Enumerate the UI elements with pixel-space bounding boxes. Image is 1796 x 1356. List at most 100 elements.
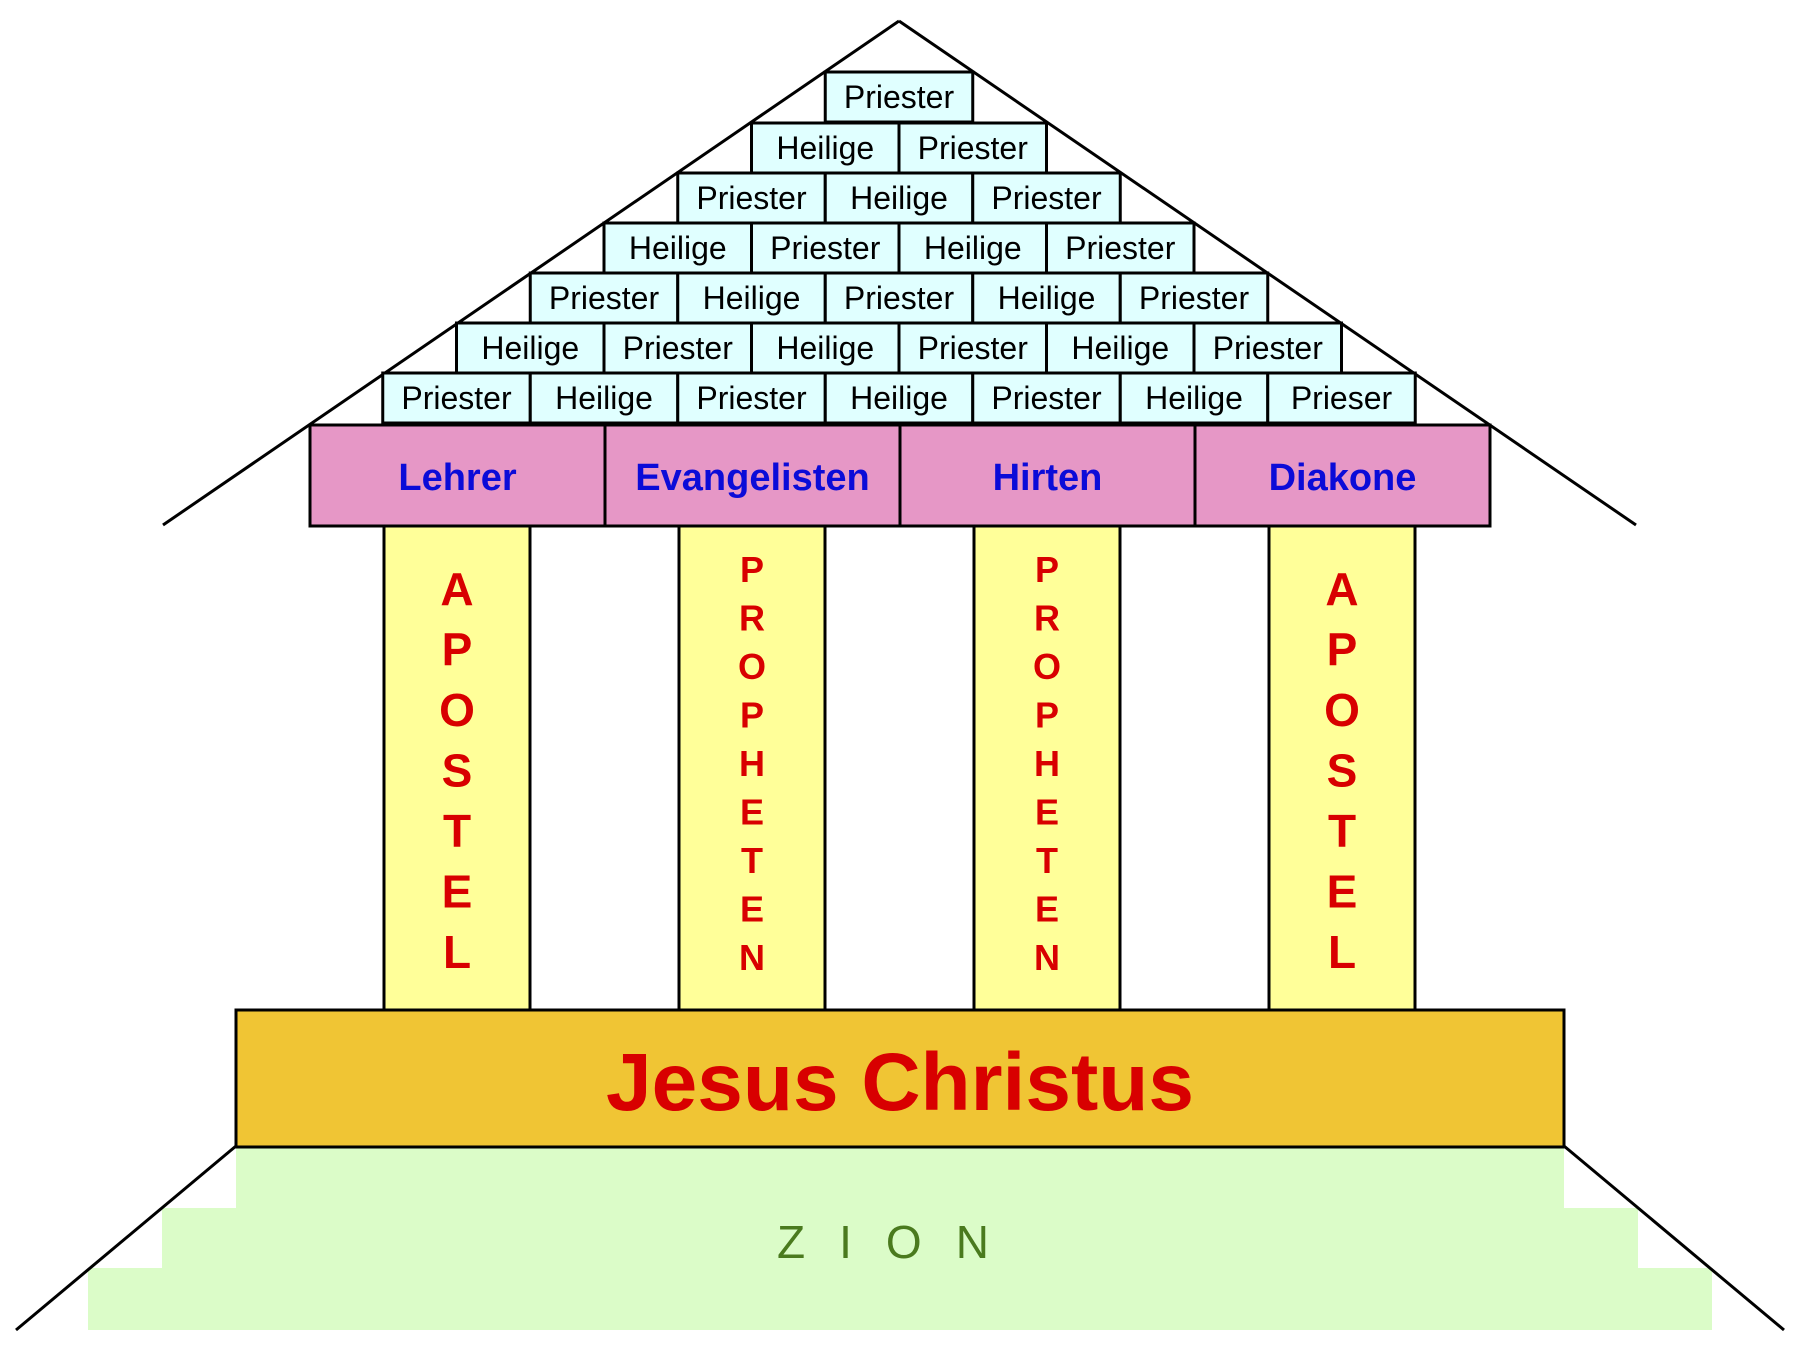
roof-brick-label: Priester bbox=[696, 180, 807, 216]
base-step-top bbox=[236, 1146, 1564, 1210]
column-letter: E bbox=[1035, 792, 1059, 833]
roof-brick: Heilige bbox=[676, 271, 827, 325]
roof-brick-label: Heilige bbox=[1071, 330, 1169, 366]
beam-segment-label: Lehrer bbox=[398, 457, 516, 499]
roof-brick: Priester bbox=[823, 271, 975, 325]
roof-brick: Priester bbox=[971, 171, 1122, 225]
roof-brick: Priester bbox=[750, 221, 901, 275]
roof-brick-label: Heilige bbox=[776, 130, 874, 166]
roof-brick: Priester bbox=[823, 70, 975, 124]
roof-brick-label: Priester bbox=[844, 280, 955, 316]
roof-brick-box bbox=[1266, 371, 1417, 425]
roof-brick-label: Heilige bbox=[1145, 380, 1243, 416]
roof-brick-box bbox=[381, 371, 532, 425]
roof-brick-label: Heilige bbox=[776, 330, 874, 366]
base-label: ZION bbox=[777, 1216, 1023, 1268]
beam-segment-box bbox=[603, 423, 902, 528]
roof-brick: Priester bbox=[676, 371, 827, 425]
column-letter: H bbox=[739, 743, 765, 784]
foundation-block bbox=[234, 1008, 1566, 1149]
column-letter: O bbox=[1324, 684, 1360, 736]
roof-brick-label: Heilige bbox=[555, 380, 653, 416]
roof-brick: Priester bbox=[528, 271, 680, 325]
column-letter: A bbox=[440, 563, 473, 615]
roof-brick-label: Priester bbox=[991, 380, 1102, 416]
roof-brick: Heilige bbox=[602, 221, 753, 275]
base-left-line bbox=[15, 1144, 237, 1332]
base-right-line bbox=[1563, 1144, 1785, 1332]
beam-segment: Lehrer bbox=[308, 423, 607, 528]
column-letter: S bbox=[442, 745, 473, 797]
roof-brick: Heilige bbox=[971, 271, 1122, 325]
roof-brick-label: Priester bbox=[991, 180, 1102, 216]
roof-brick-label: Priester bbox=[623, 330, 734, 366]
roof-brick: Heilige bbox=[1118, 371, 1270, 425]
base-steps: ZION bbox=[15, 1144, 1785, 1332]
foundation-label: Jesus Christus bbox=[606, 1037, 1194, 1128]
beam-segment-label: Hirten bbox=[993, 457, 1103, 499]
column-letter: R bbox=[1034, 598, 1060, 639]
roof-brick-box bbox=[897, 121, 1048, 175]
roof-brick: Prieser bbox=[1266, 371, 1417, 425]
column-letter: L bbox=[443, 926, 471, 978]
foundation: Jesus Christus bbox=[234, 1008, 1566, 1149]
column-letter: P bbox=[1035, 695, 1059, 736]
column-letter: E bbox=[740, 889, 764, 930]
column-letter: E bbox=[740, 792, 764, 833]
column-letter: P bbox=[442, 624, 473, 676]
column-letter: P bbox=[1035, 549, 1059, 590]
column-letter: L bbox=[1328, 926, 1356, 978]
roof-brick-box bbox=[1118, 371, 1270, 425]
roof-brick-label: Heilige bbox=[629, 230, 727, 266]
roof-brick-label: Heilige bbox=[850, 380, 948, 416]
roof-brick: Heilige bbox=[750, 321, 901, 375]
roof-brick-label: Heilige bbox=[924, 230, 1022, 266]
column-letter: T bbox=[1328, 805, 1356, 857]
roof-brick: Priester bbox=[1118, 271, 1270, 325]
roof-brick: Heilige bbox=[528, 371, 680, 425]
column-letter: T bbox=[741, 840, 763, 881]
roof-brick-label: Prieser bbox=[1291, 380, 1393, 416]
column-letter: S bbox=[1327, 745, 1358, 797]
beam-segment-box bbox=[898, 423, 1197, 528]
roof-brick: Heilige bbox=[750, 121, 901, 175]
roof-brick: Priester bbox=[602, 321, 753, 375]
roof-brick-box bbox=[528, 371, 680, 425]
roof-brick: Heilige bbox=[455, 321, 606, 375]
roof-brick-box bbox=[823, 70, 975, 124]
beam-segment: Hirten bbox=[898, 423, 1197, 528]
roof-brick-box bbox=[676, 171, 827, 225]
roof-brick: Heilige bbox=[1045, 321, 1196, 375]
roof-brick-label: Priester bbox=[770, 230, 881, 266]
column-letter: N bbox=[739, 937, 765, 978]
roof-brick-box bbox=[1192, 321, 1343, 375]
roof-brick-label: Priester bbox=[918, 330, 1029, 366]
roof-brick-label: Priester bbox=[844, 79, 955, 115]
base-step-middle bbox=[162, 1208, 1638, 1270]
beam-segment: Diakone bbox=[1193, 423, 1492, 528]
roof-brick-label: Heilige bbox=[850, 180, 948, 216]
column-letter: E bbox=[1035, 889, 1059, 930]
column-letter: E bbox=[442, 866, 473, 918]
roof-brick: Priester bbox=[1192, 321, 1343, 375]
roof-brick-box bbox=[971, 271, 1122, 325]
roof-brick: Priester bbox=[897, 321, 1048, 375]
roof-brick-label: Priester bbox=[1065, 230, 1176, 266]
roof-brick-label: Priester bbox=[1213, 330, 1324, 366]
roof-brick-box bbox=[971, 371, 1122, 425]
roof-brick: Priester bbox=[1045, 221, 1196, 275]
roof-brick-label: Heilige bbox=[481, 330, 579, 366]
beam-segment: Evangelisten bbox=[603, 423, 902, 528]
column-letter: H bbox=[1034, 743, 1060, 784]
roof-brick: Priester bbox=[971, 371, 1122, 425]
column-shaft bbox=[677, 524, 827, 1012]
beam: Lehrer Evangelisten Hirten Diakone bbox=[308, 423, 1492, 528]
roof-brick-label: Priester bbox=[549, 280, 660, 316]
roof-brick-label: Heilige bbox=[998, 280, 1096, 316]
column-letter: P bbox=[740, 695, 764, 736]
roof-brick-box bbox=[1118, 271, 1270, 325]
